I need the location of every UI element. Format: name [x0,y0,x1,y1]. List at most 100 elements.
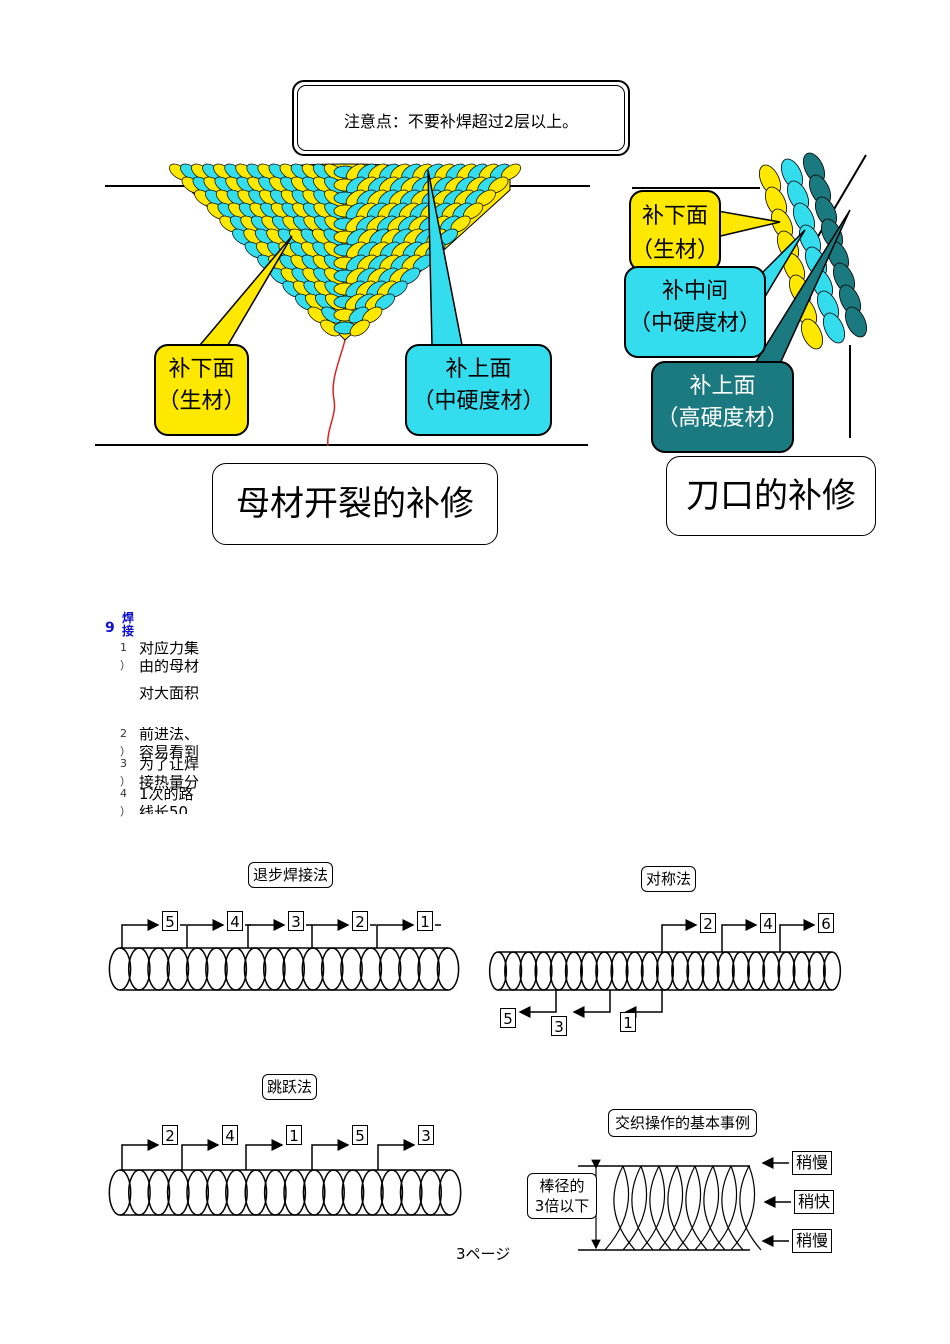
edge-repair-title: 刀口的补修 [666,456,876,536]
weave-stroke [622,1165,648,1251]
weave-stroke [613,1165,636,1251]
section-row-text: 1次的路 [139,787,194,801]
skip-bead-ring [302,1169,326,1216]
backstep-bead-ring [166,947,190,991]
note-text: 注意点：不要补焊超过2层以上。 [343,112,579,131]
skip-bead-ring [322,1169,345,1216]
edge-blade-line [809,154,867,251]
weave-stroke [703,1165,726,1251]
skip-order-3: 3 [418,1125,434,1145]
backstep-bead-ring [320,947,344,991]
weave-stroke [649,1165,672,1251]
weld-bead [349,319,370,337]
section-row-marker: 3 [120,757,127,770]
skip-arrow [245,1139,284,1170]
section-row-marker: ） [120,659,131,672]
section-row-marker: ） [120,805,131,818]
upper-repair-callout: 补上面 （中硬度材） [405,344,552,436]
edge-mid-sub: （中硬度材） [628,311,761,336]
backstep-bead-ring [301,947,325,991]
weave-stroke [721,1165,744,1251]
backstep-bead-ring [127,947,151,991]
edge-lower-sub: （生材） [631,238,720,263]
v-groove-weld [169,163,521,341]
backstep-bead-ring [417,947,441,991]
section-row-marker: 4 [120,787,127,800]
lower-pointer [198,235,293,346]
section-row-text: 容易看到 [139,745,200,759]
backstep-arrow [376,919,415,948]
skip-bead-ring [127,1169,151,1216]
symmetric-bead-ring [807,951,826,991]
edge-lower-label: 补下面 [641,204,708,229]
skip-bead-ring [419,1169,443,1216]
symmetric-bead-ring [640,951,659,991]
symmetric-order-5: 5 [500,1008,516,1028]
symmetric-bead-ring [579,951,599,991]
section-row-marker: 2 [120,727,127,740]
skip-bead-ring [166,1169,190,1216]
edge-weld [759,152,867,350]
symmetric-bead-ring [564,951,584,991]
symmetric-bead-ring [701,951,720,991]
symmetric-order-2: 2 [700,913,716,933]
backstep-bead-ring [185,947,209,991]
skip-bead-ring [438,1169,462,1216]
symmetric-left-arrow [518,990,557,1018]
symmetric-bead-ring [519,951,538,991]
upper-repair-sub: （中硬度材） [412,389,545,414]
backstep-order-3: 3 [288,911,304,931]
section-number: 9 [105,620,115,636]
weld-bead [348,306,369,324]
section-row-marker: 1 [120,641,127,654]
backstep-bead-ring [224,947,248,991]
symmetric-bead-ring [746,951,766,991]
weave-stroke [631,1165,654,1251]
section-row-text: 线长50 [139,805,189,814]
lower-repair-callout: 补下面 （生材） [154,344,249,436]
symmetric-left-arrow [624,990,663,1018]
section-row-text: 为了让焊 [139,757,200,771]
base-crack-title: 母材开裂的补修 [212,463,498,545]
skip-bead-ring [147,1169,171,1216]
speed-label-3: 稍慢 [792,1229,833,1253]
weave-stroke [676,1165,702,1251]
symmetric-bead-ring [777,951,796,991]
speed-label-1: 稍慢 [792,1151,833,1175]
backstep-arrow [311,919,350,948]
skip-arrow [311,1139,350,1170]
weave-stroke [604,1165,630,1251]
symmetric-bead-ring [686,951,705,991]
backstep-bead-ring [359,947,383,991]
weave-stroke [739,1165,762,1251]
weave-diagram [578,1157,791,1251]
backstep-bead-ring [205,947,228,991]
symmetric-order-4: 4 [760,913,776,933]
weave-stroke [730,1165,756,1251]
backstep-bead-ring [340,947,363,991]
symmetric-bead-ring [610,951,629,991]
skip-bead-ring [225,1169,248,1216]
symmetric-title: 对称法 [641,866,697,892]
weave-stroke [658,1165,684,1251]
edge-lower-callout: 补下面 （生材） [629,190,721,272]
symmetric-bead-ring [671,951,690,991]
crack-line [327,339,346,447]
lower-repair-sub: （生材） [157,389,246,414]
weave-width-line1: 棒径的 [539,1177,585,1195]
skip-bead-ring [399,1169,423,1216]
edge-bead [845,306,867,338]
lower-repair-label: 补下面 [168,357,235,382]
skip-arrow [181,1139,220,1170]
symmetric-right-arrow [661,919,698,952]
backstep-order-4: 4 [227,911,243,931]
weave-stroke [640,1165,666,1251]
symmetric-right-arrow [779,919,816,952]
backstep-bead-ring [378,947,402,991]
symmetric-bead-ring [792,951,811,991]
skip-bead-ring [205,1169,229,1216]
edge-upper-label: 补上面 [689,374,756,399]
skip-bead-ring [380,1169,404,1216]
page-number: 3ページ [456,1245,511,1263]
welding-diagrams [108,919,842,1251]
